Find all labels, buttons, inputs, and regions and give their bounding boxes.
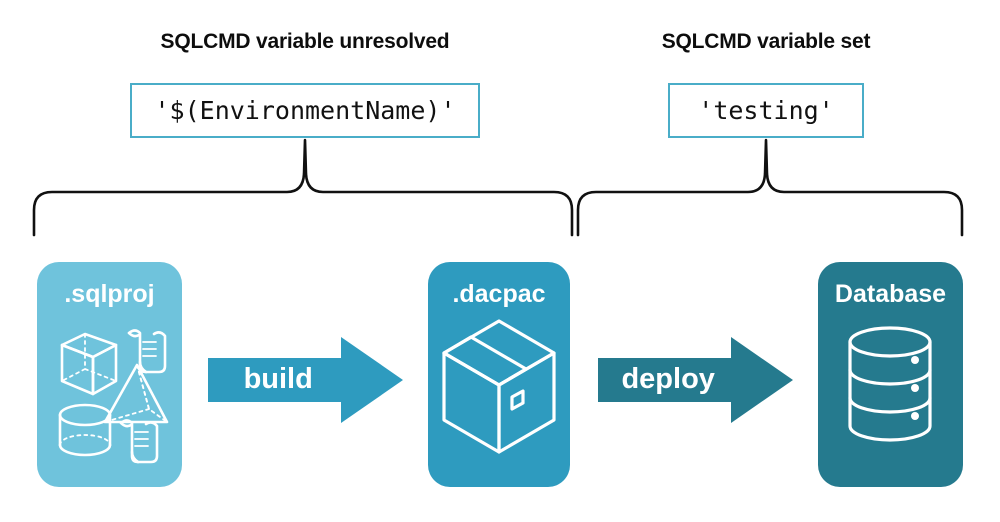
code-box-unresolved-variable: '$(EnvironmentName)' — [130, 83, 480, 138]
package-box-icon — [442, 319, 556, 454]
brace-right-icon — [576, 138, 964, 237]
arrow-deploy-shape — [598, 337, 793, 423]
brace-left-icon — [32, 138, 574, 237]
code-box-resolved-variable: 'testing' — [668, 83, 864, 138]
node-dacpac-label: .dacpac — [452, 280, 546, 308]
scroll-icon — [127, 329, 167, 374]
arrow-build-label: build — [243, 363, 313, 395]
arrow-build: build — [208, 337, 403, 423]
code-text-resolved-variable: 'testing' — [698, 96, 834, 125]
cylinder-icon — [58, 403, 112, 457]
node-database-label: Database — [834, 280, 947, 308]
node-dacpac-artwork — [428, 310, 570, 475]
node-sqlproj-artwork — [37, 317, 182, 472]
scroll-icon — [119, 419, 159, 464]
node-sqlproj-label: .sqlproj — [64, 280, 155, 308]
node-dacpac[interactable]: .dacpac — [428, 262, 570, 487]
node-sqlproj[interactable]: .sqlproj — [37, 262, 182, 487]
pyramid-icon — [103, 363, 169, 424]
arrow-deploy-label: deploy — [621, 363, 715, 395]
cube-icon — [60, 332, 118, 396]
header-sqlcmd-set: SQLCMD variable set — [661, 30, 871, 53]
arrow-deploy: deploy — [598, 337, 793, 423]
node-database-artwork — [818, 320, 963, 465]
header-sqlcmd-unresolved: SQLCMD variable unresolved — [160, 30, 450, 53]
node-database[interactable]: Database — [818, 262, 963, 487]
database-cylinder-icon — [848, 326, 932, 442]
code-text-unresolved-variable: '$(EnvironmentName)' — [154, 96, 456, 125]
arrow-build-shape — [208, 337, 403, 423]
